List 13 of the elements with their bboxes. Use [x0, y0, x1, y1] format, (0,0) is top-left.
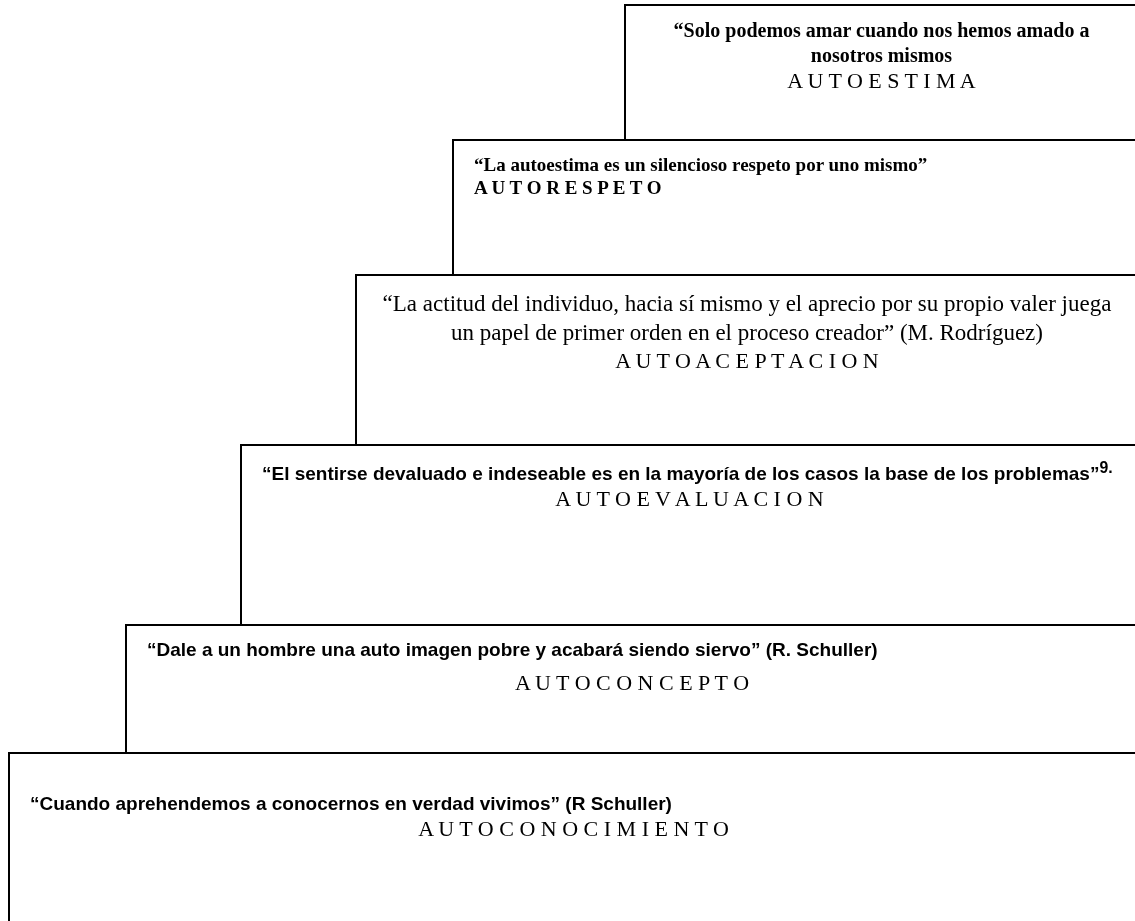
quote-text: “El sentirse devaluado e indeseable es en la mayoría de los casos la base de los problemas”$^{9.}$: [262, 458, 1114, 487]
quote-text: “La actitud del individuo, hacia sí mismo y el aprecio por su propio valer juega un papel de primer orden en el proceso creador” (M. Rodríguez): [381, 290, 1113, 347]
quote-text: “Dale a un hombre una auto imagen pobre y acabará siendo siervo” (R. Schuller): [147, 638, 879, 662]
concept-title: A U T O C O N O C I M I E N T O: [417, 815, 730, 842]
concept-title: A U T O R E S P E T O: [474, 176, 663, 199]
concept-title: A U T O E S T I M A: [786, 68, 977, 94]
step-box: [624, 4, 1135, 141]
quote-text: “Solo podemos amar cuando nos hemos amado a nosotros mismos: [672, 18, 1091, 68]
concept-title: A U T O C O N C E P T O: [513, 669, 751, 696]
quote-text: “La autoestima es un silencioso respeto por uno mismo”: [474, 153, 929, 177]
concept-title: A U T O E V A L U A C I O N: [554, 486, 825, 513]
concept-title: A U T O A C E P T A C I O N: [614, 347, 880, 374]
quote-text: “Cuando aprehendemos a conocernos en verdad vivimos” (R Schuller): [30, 792, 673, 816]
